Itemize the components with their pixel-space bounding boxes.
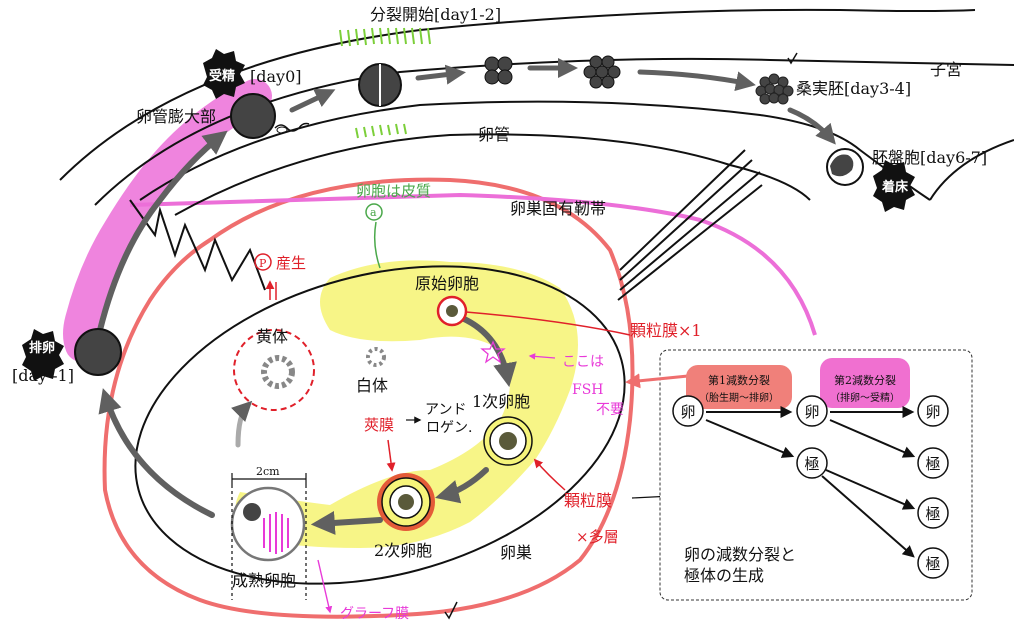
label-mature-follicle: 成熟卵胞 [232,571,296,590]
note-follicle-cortex: 卵胞は皮質 [356,182,431,200]
label-primary-follicle: 1次卵胞 [472,392,530,411]
label-corpus-albicans: 白体 [356,376,388,395]
ovary-outline-red [102,177,635,619]
cell-polar-2: 極 [925,455,940,473]
fertilization-badge-label: 受精 [209,68,235,84]
ovary [134,265,626,585]
corpus-luteum [233,329,315,411]
note-graafian: グラーフ膜 [340,606,409,622]
note-granulosa-multi-2: ×多層 [576,528,619,546]
note-p-mark: P [259,257,267,270]
second-division-title: 第2減数分裂 [834,373,896,387]
note-p-produce: 産生 [276,254,306,272]
cell-egg-3: 卵 [925,403,940,421]
first-division-period: （胎生期〜排卵） [699,391,779,404]
note-cortex-mark: a [370,206,377,219]
label-corpus-luteum: 黄体 [256,327,288,346]
cell-egg-1: 卵 [680,403,695,421]
oocyte-fertilized [230,93,310,139]
oocyte-ovulation [74,328,122,376]
primary-follicle [483,416,533,466]
implantation-badge-label: 着床 [881,179,909,195]
cell-polar-4: 極 [925,555,940,573]
zygote-2cell [358,63,402,107]
fertilization-badge: 受精 [203,49,245,99]
label-ampulla: 卵管膨大部 [136,107,216,126]
ovulation-badge-label: 排卵 [29,340,55,356]
implantation-badge: 着床 [873,160,915,212]
first-division-badge: 第1減数分裂 （胎生期〜排卵） [686,365,792,409]
second-division-period: （排卵〜受精） [830,391,900,404]
size-dimension [231,473,307,600]
corpus-albicans [366,347,386,367]
label-day0: [day0] [250,67,301,86]
meiosis-cells [672,395,949,579]
meiosis-caption-1: 卵の減数分裂と [684,545,796,564]
label-ovary: 卵巣 [500,543,532,562]
embryo-8cell [583,55,621,89]
meiosis-inset: 第1減数分裂 （胎生期〜排卵） 第2減数分裂 （排卵〜受精） 卵 [625,349,973,601]
label-size: 2cm [256,465,280,478]
morula-cell [755,73,794,105]
meiosis-caption-2: 極体の生成 [684,566,764,585]
label-day-minus1: [day -1] [12,366,74,385]
label-morula: 桑実胚[day3-4] [796,79,911,98]
cell-polar-3: 極 [925,505,940,523]
note-fsh-line2: FSH [572,382,604,398]
follicle-highlight [235,260,578,548]
meiosis-arrows [705,406,916,558]
cell-egg-2: 卵 [804,403,819,421]
note-fsh-line3: 不要 [596,402,624,418]
note-granulosa-x1: 顆粒膜×1 [630,321,702,340]
blastocyst-cell [826,148,864,186]
handwritten-annotations: 卵胞は皮質 a P 産生 アンド ロゲン. 莢膜 顆粒膜×1 ここは FSH 不… [254,52,798,622]
label-secondary-follicle: 2次卵胞 [374,541,432,560]
label-oviduct: 卵管 [478,125,510,144]
label-ovarian-ligament: 卵巣固有靭帯 [510,199,606,218]
cell-polar-1: 極 [804,455,819,473]
note-theca: 莢膜 [364,416,394,434]
secondary-follicle [377,473,435,531]
mature-follicle [230,486,306,562]
second-division-badge: 第2減数分裂 （排卵〜受精） [820,358,910,408]
first-division-title: 第1減数分裂 [708,373,770,387]
note-androgen-2: ロゲン. [426,420,472,436]
meiosis-cell-labels: 卵 卵 卵 極 極 極 極 [680,403,940,573]
embryo-4cell [484,56,513,85]
note-androgen-1: アンド [425,402,466,418]
label-uterus: 子宮 [930,60,962,79]
cilia [339,27,431,139]
label-blastocyst: 胚盤胞[day6-7] [872,148,987,167]
note-granulosa-multi-1: 顆粒膜 [564,491,612,510]
label-primordial-follicle: 原始卵胞 [415,274,479,293]
label-split-start: 分裂開始[day1-2] [370,5,501,24]
primordial-follicle [436,295,468,327]
ovulation-badge: 排卵 [22,329,64,381]
diagram-labels: 分裂開始[day1-2] [day0] 卵管膨大部 桑実胚[day3-4] 子宮… [12,5,987,590]
note-fsh-line1: ここは [562,354,604,370]
